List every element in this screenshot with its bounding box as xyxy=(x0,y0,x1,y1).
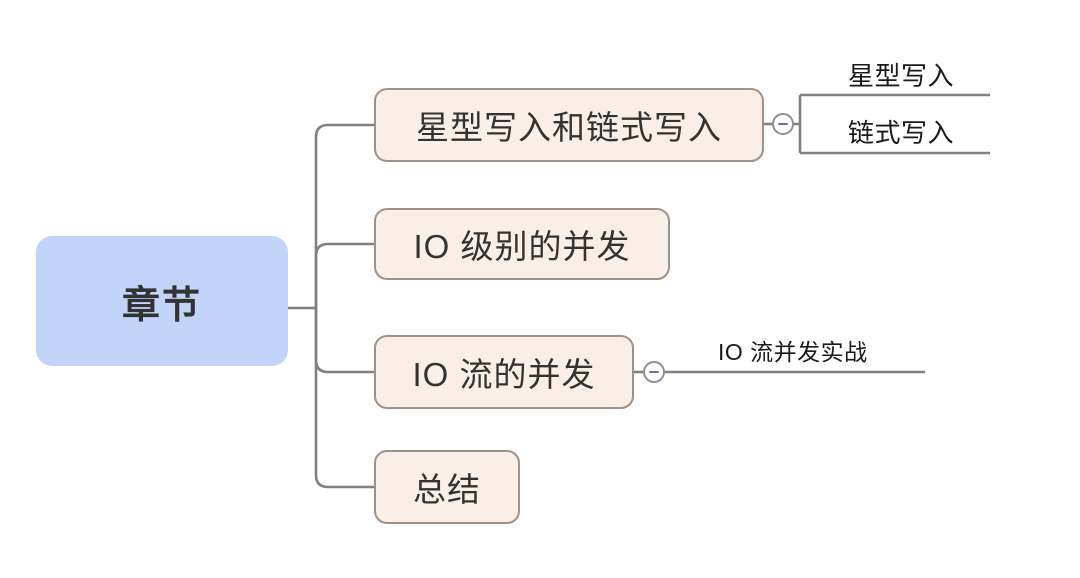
branch-node-4[interactable]: 总结 xyxy=(374,450,520,524)
minus-icon xyxy=(649,371,659,373)
leaf-node-io-stream-practice[interactable]: IO 流并发实战 xyxy=(718,339,868,365)
root-node-label: 章节 xyxy=(121,284,202,327)
collapse-toggle-branch-1[interactable] xyxy=(772,113,794,135)
leaf-node-chain-write[interactable]: 链式写入 xyxy=(848,118,955,148)
branch-node-1-label: 星型写入和链式写入 xyxy=(416,109,722,146)
minus-icon xyxy=(778,123,788,125)
branch-node-4-label: 总结 xyxy=(413,471,481,508)
edge-branch-3 xyxy=(314,308,374,374)
branch-node-3[interactable]: IO 流的并发 xyxy=(374,335,634,409)
edge-branch-1 xyxy=(314,123,374,308)
collapse-toggle-branch-3[interactable] xyxy=(643,361,665,383)
edge-branch-4 xyxy=(314,308,374,489)
edge-branch-2 xyxy=(314,242,374,308)
branch-node-1[interactable]: 星型写入和链式写入 xyxy=(374,88,764,162)
root-node[interactable]: 章节 xyxy=(36,236,288,366)
branch-node-3-label: IO 流的并发 xyxy=(412,356,596,393)
leaf-node-star-write[interactable]: 星型写入 xyxy=(848,61,955,91)
branch-node-2-label: IO 级别的并发 xyxy=(413,228,631,265)
branch-node-2[interactable]: IO 级别的并发 xyxy=(374,208,670,280)
